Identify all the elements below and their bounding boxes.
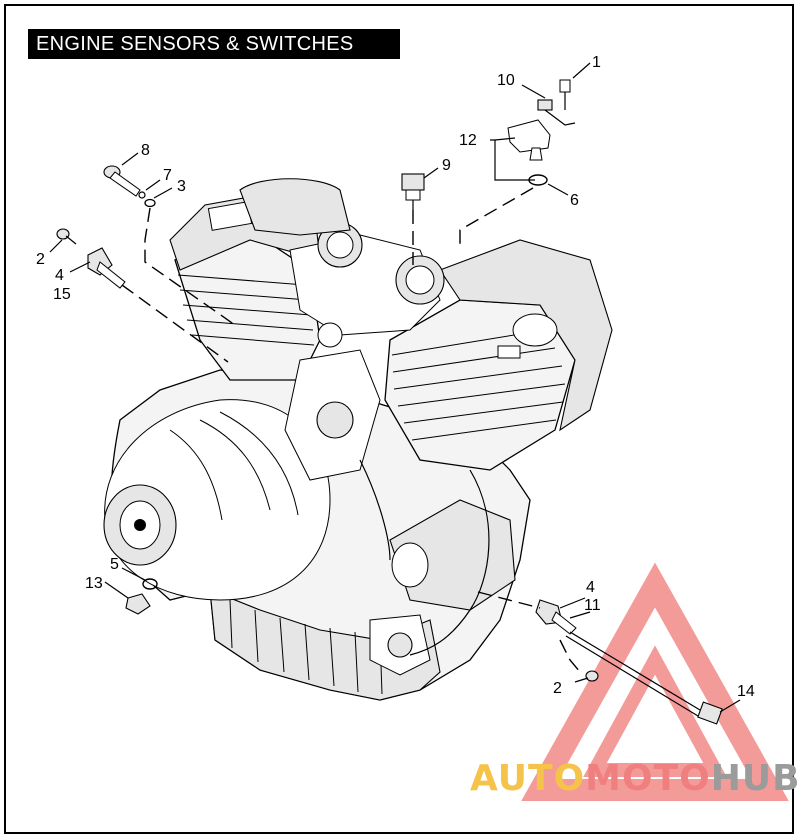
callout-11: 11 (584, 597, 601, 614)
callout-7: 7 (163, 167, 172, 184)
diagram-title: ENGINE SENSORS & SWITCHES (28, 29, 400, 59)
callout-labels: 1 10 12 9 6 8 7 3 2 4 15 5 13 4 11 2 14 (36, 54, 755, 700)
callout-10: 10 (497, 72, 515, 89)
diagram-frame (4, 4, 794, 834)
callout-14: 14 (737, 683, 755, 700)
callout-2-right: 2 (553, 680, 562, 697)
front-cylinder-fins (177, 274, 315, 346)
callout-8: 8 (141, 142, 150, 159)
part-bolt-8 (103, 165, 156, 208)
callout-2-left: 2 (36, 251, 45, 268)
part-sensor-9 (401, 173, 425, 210)
callout-6: 6 (570, 192, 579, 209)
callout-13: 13 (85, 575, 103, 592)
callout-1: 1 (592, 54, 601, 71)
rear-cylinder-fins (391, 329, 566, 441)
callout-5: 5 (110, 556, 119, 573)
callout-4-left: 4 (55, 267, 64, 284)
part-sensor-4-left (56, 228, 126, 289)
callout-3: 3 (177, 178, 186, 195)
callout-15: 15 (53, 286, 71, 303)
callout-12: 12 (459, 132, 477, 149)
oil-pan-ribs (229, 599, 383, 695)
engine-assembly (103, 178, 613, 701)
callout-4-right: 4 (586, 579, 595, 596)
watermark-text: AUTOMOTOHUB (470, 758, 800, 799)
part-sensor-12 (507, 79, 576, 186)
callout-9: 9 (442, 157, 451, 174)
part-switch-13 (125, 578, 158, 615)
watermark-triangle (521, 562, 789, 801)
part-sensor-4-right (535, 599, 723, 725)
